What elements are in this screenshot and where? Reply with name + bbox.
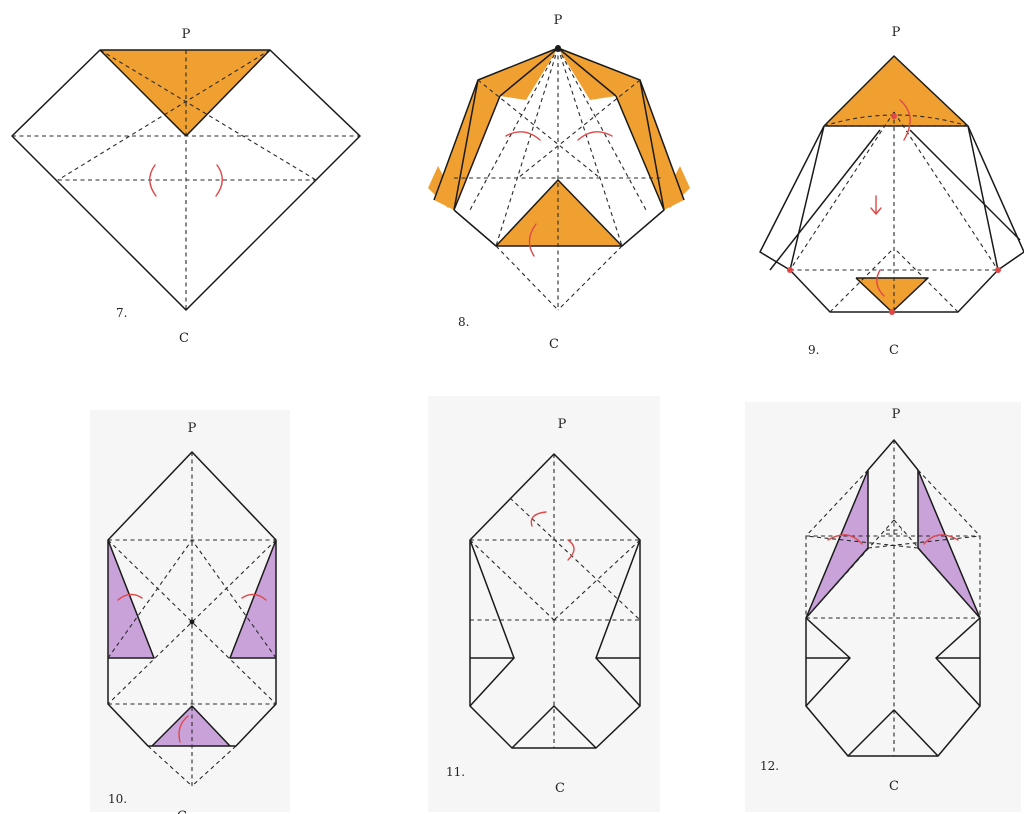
step-7-fold-arrow-right [215,164,223,197]
step-9-fold-arrow-bottom [876,269,885,297]
step-12-outline [805,439,981,757]
step-9-number: 9. [808,343,819,357]
step-12-diagram [805,439,981,757]
step-8-orange-top-left [478,48,558,100]
step-12-fold-arrow-left [827,534,863,545]
step-8-fold-arrow-bottom [528,223,537,257]
step-10-purple-bottom-triangle [152,706,230,746]
step-10-number: 10. [108,792,127,806]
step-9-orange-top-triangle [824,56,968,126]
step-7-diagram [11,49,361,311]
step-7-fold-arrow-left [149,164,157,197]
step-8-orange-right-band [616,80,684,210]
step-8-bottom-label: C [549,337,559,352]
step-8-outline [453,47,665,247]
step-12-fold-arrow-right [923,534,959,545]
step-7-top-label: P [182,27,191,42]
step-10-diagram [107,451,277,787]
step-8-fold-arrow-right [577,131,613,141]
step-12-top-label: P [892,407,901,422]
step-9-top-cap [823,55,969,127]
step-11-fold-arrow-upper [530,511,547,527]
step-8-fold-arrow-left [505,131,541,141]
step-7-orange-flap [100,50,270,136]
step-8-top-label: P [554,13,563,28]
step-12-number: 12. [760,759,779,773]
step-11-bottom-label: C [555,781,565,796]
step-10-fold-arrow-bottom [178,715,189,743]
step-10-fold-arrow-right [241,593,267,601]
step-8-orange-bottom-triangle [496,180,622,246]
step-11-panel-background [428,396,660,812]
step-9-orange-bottom-triangle [856,278,928,312]
step-11-top-label: P [558,417,567,432]
step-10-bottom-label: C [177,809,187,814]
step-9-arrow-down [870,195,882,216]
step-11-number: 11. [446,765,465,779]
step-12-panel-background [745,402,1021,812]
step-11-fold-arrow-lower [567,539,575,561]
step-11-diagram [469,453,641,749]
step-9-bottom-label: C [889,343,899,358]
step-7-number: 7. [116,306,127,320]
step-8-orange-top-right [558,48,640,100]
step-7-bottom-label: C [179,331,189,346]
step-8-orange-left-band [434,80,500,210]
step-10-fold-arrow-left [117,593,143,601]
step-9-fold-arrow-top [899,99,911,141]
step-7-outline [11,49,361,311]
step-8-number: 8. [458,315,469,329]
step-12-bottom-label: C [889,779,899,794]
step-9-diagram [759,55,1024,315]
step-10-top-label: P [188,421,197,436]
step-8-diagram [428,45,690,311]
step-9-top-label: P [892,25,901,40]
